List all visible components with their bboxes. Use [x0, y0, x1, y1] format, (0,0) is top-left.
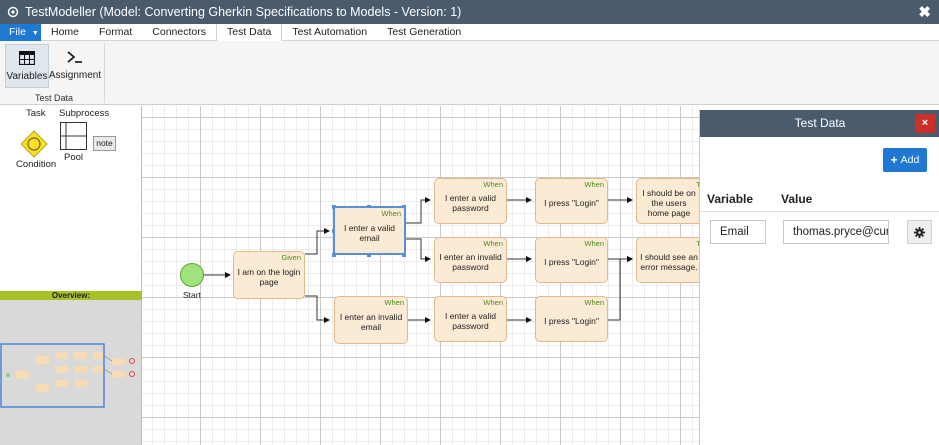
node-keyword: When — [483, 239, 503, 248]
palette-task-label[interactable]: Task — [26, 108, 46, 119]
chevron-down-icon: ▼ — [31, 30, 39, 37]
node-text: I enter an invalid password — [439, 252, 502, 272]
menu-file-label: File — [9, 26, 26, 38]
panel-close-button[interactable]: × — [915, 114, 935, 133]
gear-icon[interactable] — [907, 220, 932, 244]
step-node-invalid-password[interactable]: When I enter an invalid password — [434, 237, 507, 283]
minimap-graphic — [0, 343, 135, 408]
node-text: I press "Login" — [544, 198, 599, 208]
node-keyword: When — [584, 180, 604, 189]
column-header-value: Value — [781, 192, 813, 206]
step-node-invalid-email[interactable]: When I enter an invalid email — [334, 296, 408, 344]
node-keyword: When — [381, 209, 401, 218]
step-node-press-login-1[interactable]: When I press "Login" — [535, 178, 608, 224]
node-text: I enter a valid password — [444, 193, 497, 213]
variables-label: Variables — [6, 71, 48, 82]
tab-connectors[interactable]: Connectors — [152, 26, 206, 38]
step-node-valid-email[interactable]: When I enter a valid email — [333, 206, 406, 255]
tab-home[interactable]: Home — [51, 26, 80, 38]
terminal-icon — [66, 44, 84, 70]
palette-note-label: note — [96, 138, 113, 148]
assignment-button[interactable]: Assignment — [48, 44, 102, 88]
menu-file[interactable]: File ▼ — [0, 24, 41, 41]
step-node-valid-password-2[interactable]: When I enter a valid password — [434, 296, 507, 342]
node-keyword: When — [584, 298, 604, 307]
palette-subprocess-label[interactable]: Subprocess — [59, 108, 110, 119]
note-shape[interactable]: note — [93, 136, 116, 151]
condition-shape-icon[interactable] — [20, 130, 48, 161]
node-keyword: When — [384, 298, 404, 307]
ribbon: Variables Assignment Test Data — [0, 41, 939, 105]
step-node-given[interactable]: Given I am on the login page — [233, 251, 305, 299]
node-text: I enter a valid email — [343, 222, 396, 243]
shape-palette: Task Subprocess Condition Pool note — [0, 106, 142, 291]
node-text: I should see an error message. — [640, 252, 698, 272]
close-window-icon[interactable]: ✖ — [918, 4, 931, 21]
node-text: I press "Login" — [544, 316, 599, 326]
step-node-press-login-2[interactable]: When I press "Login" — [535, 237, 608, 283]
node-text: I enter an invalid email — [339, 312, 403, 332]
tab-test-automation[interactable]: Test Automation — [292, 26, 368, 38]
title-bar: TestModeller (Model: Converting Gherkin … — [0, 0, 939, 24]
variables-button[interactable]: Variables — [5, 44, 49, 88]
node-keyword: When — [584, 239, 604, 248]
step-node-press-login-3[interactable]: When I press "Login" — [535, 296, 608, 342]
tab-format[interactable]: Format — [99, 26, 133, 38]
start-label: Start — [183, 290, 201, 300]
add-button-label: Add — [900, 154, 920, 166]
node-keyword: Th — [696, 239, 699, 248]
column-header-variable: Variable — [707, 192, 754, 206]
palette-pool-label[interactable]: Pool — [64, 152, 84, 163]
node-keyword: When — [483, 180, 503, 189]
node-text: I enter a valid password — [444, 311, 497, 331]
palette-condition-label[interactable]: Condition — [16, 159, 57, 170]
variable-value-field[interactable]: thomas.pryce@cur — [783, 220, 889, 244]
ribbon-group-label: Test Data — [34, 93, 74, 103]
app-logo-icon — [3, 0, 23, 24]
step-node-error-message[interactable]: Th I should see an error message. — [636, 237, 699, 283]
panel-title: Test Data — [700, 110, 939, 137]
assignment-label: Assignment — [48, 70, 102, 81]
ribbon-group-test-data: Variables Assignment Test Data — [3, 43, 105, 103]
diagram-canvas[interactable]: Start Given I am on the login page When … — [142, 106, 699, 445]
variable-name-field[interactable]: Email — [710, 220, 766, 244]
start-event[interactable] — [180, 263, 204, 287]
overview-title: Overview: — [0, 291, 142, 300]
plus-icon: + — [890, 153, 898, 167]
overview-minimap[interactable] — [0, 300, 142, 445]
node-keyword: When — [483, 298, 503, 307]
add-variable-button[interactable]: + Add — [883, 148, 927, 172]
step-node-valid-password[interactable]: When I enter a valid password — [434, 178, 507, 224]
header-divider — [700, 211, 939, 212]
tab-test-generation[interactable]: Test Generation — [387, 26, 462, 38]
node-keyword: Given — [281, 253, 301, 262]
tab-test-data[interactable]: Test Data — [215, 24, 283, 42]
node-text: I should be on the users home page — [642, 188, 696, 218]
node-text: I am on the login page — [237, 267, 301, 287]
test-data-panel: Test Data × + Add Variable Value Email t… — [699, 110, 939, 445]
node-keyword: Th — [696, 180, 699, 189]
window-title: TestModeller (Model: Converting Gherkin … — [25, 5, 462, 19]
node-text: I press "Login" — [544, 257, 599, 267]
pool-shape-icon[interactable] — [60, 122, 87, 153]
menu-bar: File ▼ Home Format Connectors Test Data … — [0, 24, 939, 42]
table-icon — [19, 45, 35, 71]
step-node-home-page[interactable]: Th I should be on the users home page — [636, 178, 699, 224]
connector-lines — [204, 197, 633, 323]
